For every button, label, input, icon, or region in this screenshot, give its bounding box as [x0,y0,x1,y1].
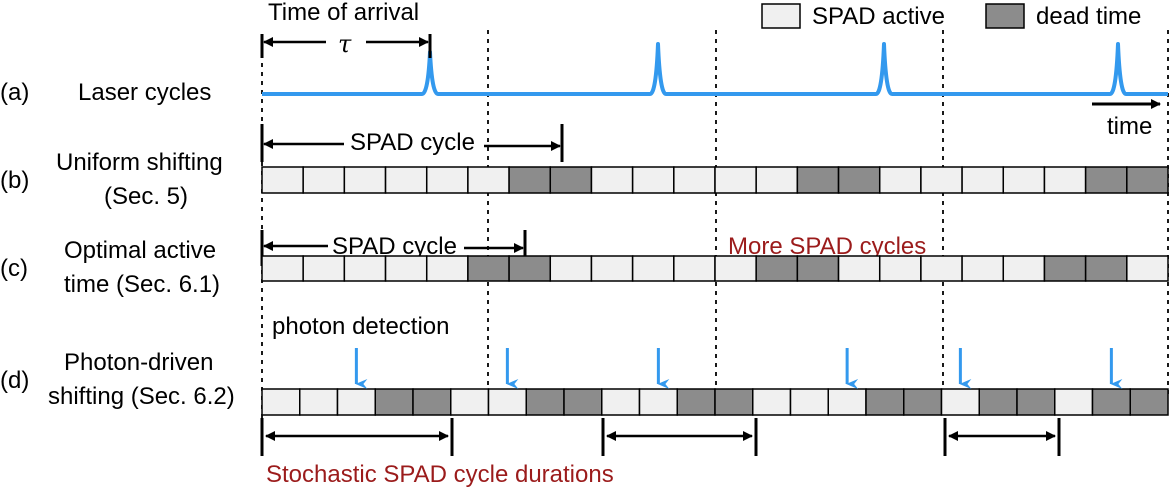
photon-driven-bin-dead [374,388,414,416]
photon-driven-bin-active [299,388,339,416]
optimal-bin-active [384,255,428,282]
row-b-tag: (b) [0,167,29,194]
photon-driven-bin-dead [1091,388,1131,416]
photon-driven-bin-dead [714,388,754,416]
uniform-bin-dead [508,166,552,194]
uniform-bin-active [961,166,1005,194]
uniform-bin-dead [1084,166,1128,194]
uniform-bin-active [1002,166,1046,194]
row-d-label-line1: Photon-driven [64,349,213,376]
uniform-bin-active [467,166,510,194]
stochastic-durations-label: Stochastic SPAD cycle durations [266,461,614,488]
tau-symbol: τ [338,30,352,58]
photon-driven-bin-active [1054,388,1094,416]
optimal-bin-active [425,255,469,282]
photon-driven-bin-dead [1129,388,1169,416]
uniform-bin-active [384,166,428,194]
photon-driven-bin-active [638,388,678,416]
photon-driven-bin-active [789,388,829,416]
uniform-bin-active [302,166,346,194]
optimal-bin-active [673,255,716,282]
photon-detection-arrows [354,348,1123,389]
time-of-arrival-label: Time of arrival [268,0,419,26]
stochastic-cycle-brackets [260,418,1061,456]
uniform-bin-dead [549,166,593,194]
legend-dead-swatch [985,3,1025,29]
optimal-bin-dead [796,255,840,282]
row-a-label: Laser cycles [78,79,211,106]
time-axis-label: time [1107,113,1152,140]
photon-driven-bin-dead [563,388,603,416]
laser-period-guides [261,30,1169,420]
uniform-bin-active [920,166,963,194]
uniform-bin-active [590,166,634,194]
photon-driven-bin-active [261,388,301,416]
optimal-bin-active [878,255,922,282]
photon-driven-bin-active [450,388,490,416]
row-labels: (a) Laser cycles (b) Uniform shifting (S… [0,79,235,410]
uniform-bin-active [343,166,387,194]
row-c-label-line2: time (Sec. 6.1) [64,271,220,298]
uniform-bin-dead [796,166,840,194]
laser-pulse-waveform [262,42,1168,96]
row-c-label-line1: Optimal active [64,237,216,264]
row-b-label-line2: (Sec. 5) [104,183,188,210]
optimal-bin-active [714,255,757,282]
optimal-bin-dead [1084,255,1128,282]
photon-driven-bin-dead [903,388,943,416]
optimal-bin-active [920,255,963,282]
photon-driven-bin-dead [865,388,905,416]
legend-active-swatch [761,3,801,29]
row-c-tag: (c) [0,255,28,282]
spad-bins-optimal-active-time [261,255,1169,282]
uniform-bin-dead [837,166,881,194]
photon-driven-bin-dead [676,388,716,416]
uniform-bin-active [631,166,675,194]
photon-driven-bin-dead [525,388,565,416]
uniform-bin-active [1043,166,1087,194]
optimal-bin-active [549,255,593,282]
photon-driven-bin-dead [412,388,452,416]
photon-driven-bin-active [487,388,527,416]
photon-driven-bin-active [827,388,867,416]
uniform-bin-active [755,166,799,194]
uniform-bin-active [425,166,469,194]
optimal-bin-dead [508,255,552,282]
row-d-label-line2: shifting (Sec. 6.2) [48,383,235,410]
uniform-bin-active [673,166,716,194]
spad-bins-photon-driven [261,388,1169,416]
optimal-bin-dead [467,255,510,282]
optimal-bin-active [631,255,675,282]
row-b-label-line1: Uniform shifting [56,149,223,176]
optimal-bin-dead [755,255,799,282]
optimal-bin-active [961,255,1005,282]
uniform-bin-dead [1126,166,1169,194]
optimal-bin-active [1002,255,1046,282]
optimal-bin-active [837,255,881,282]
photon-driven-bin-dead [978,388,1018,416]
optimal-bin-active [1126,255,1169,282]
photon-driven-bin-active [940,388,980,416]
legend-active-label: SPAD active [812,3,945,30]
uniform-bin-active [261,166,304,194]
photon-detection-label: photon detection [272,313,449,340]
row-a-tag: (a) [0,79,29,106]
photon-driven-bin-active [601,388,641,416]
photon-driven-bin-active [336,388,376,416]
optimal-bin-dead [1043,255,1087,282]
uniform-bin-active [714,166,757,194]
uniform-bin-active [878,166,922,194]
optimal-bin-active [343,255,387,282]
photon-driven-bin-active [752,388,792,416]
legend: SPAD active dead time [761,3,1141,30]
legend-dead-label: dead time [1036,3,1141,30]
spad-bins-uniform-shifting [261,166,1169,194]
spad-cycle-b-label: SPAD cycle [350,129,475,156]
row-d-tag: (d) [0,367,29,394]
photon-driven-bin-dead [1016,388,1056,416]
optimal-bin-active [302,255,346,282]
optimal-bin-active [590,255,634,282]
optimal-bin-active [261,255,304,282]
